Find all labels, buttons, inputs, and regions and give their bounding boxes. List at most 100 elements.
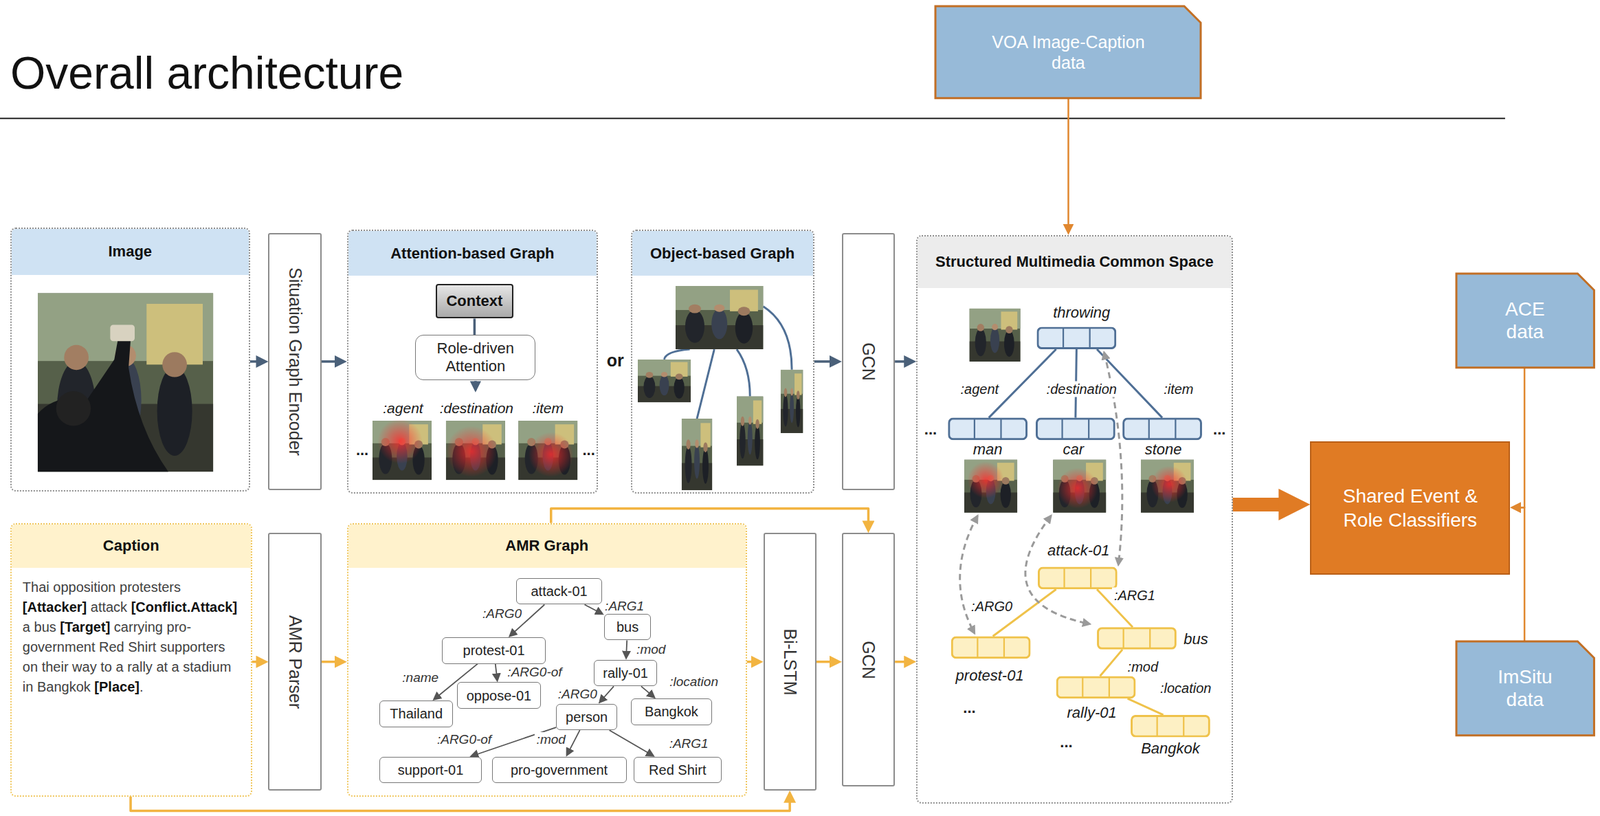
edge-role-label: :ARG0-of [435,731,494,748]
embedding-vector [1038,567,1117,589]
edge-role-label: :ARG1 [602,598,647,614]
data-source: ImSitu data [1456,641,1594,736]
amr-node: bus [604,613,651,641]
role-label: :destination [437,400,516,417]
connector [1518,367,1525,508]
caption-run: Thai opposition protesters [22,579,181,595]
node-label: attack-01 [530,582,587,600]
connector [603,685,614,698]
classifier-label: Shared Event & Role Classifiers [1326,483,1494,532]
photo [37,292,214,472]
amr-node: Red Shirt [633,756,722,784]
connector [551,508,869,524]
document-shape [935,6,1201,99]
connector [814,360,833,363]
gcn-box: GCN [841,232,895,491]
node-label: person [565,708,608,726]
photo [1052,459,1106,513]
gcn-box: GCN [841,532,895,786]
connector [626,639,629,653]
panel-heading: Attention-based Graph [348,230,597,276]
photo [681,418,713,491]
classifier-box: Shared Event & Role Classifiers [1309,441,1510,576]
ellipsis: ... [1210,420,1228,439]
photo [736,395,764,466]
connector [641,685,651,694]
node-label: Thailand [389,705,443,722]
figure-silhouette [37,336,169,472]
document-outline [935,6,1201,99]
amr-node: pro-government [492,756,627,784]
edge-role-label: :mod [1125,659,1161,675]
encoder-box: Situation Graph Encoder [268,232,321,491]
amr-node: rally-01 [593,659,658,687]
photo [637,359,691,403]
caption-run: [Place] [94,679,140,695]
ellipsis: ... [353,441,371,460]
panel-heading: Structured Multimedia Common Space [917,236,1231,288]
embedding-vector [951,637,1030,658]
attention-spot [1151,465,1188,502]
node-word: attack-01 [1045,541,1113,560]
caption-run: . [139,679,144,695]
node-label: rally-01 [602,664,649,682]
attention-box: Role-driven Attention [415,334,536,380]
attention-spot [967,461,1004,498]
caption-run: a bus [22,619,60,635]
connector [816,660,833,664]
edge-role-label: :mod [634,641,668,658]
embedding-vector [1037,327,1116,349]
ellipsis: ... [580,441,597,460]
vertical-label: GCN [858,640,879,680]
document-outline [1456,273,1594,368]
connector [569,729,580,750]
ellipsis: ... [960,698,978,717]
caption-run: [Attacker] [22,599,87,615]
connector [894,360,907,363]
edge-role-label: :ARG1 [1112,587,1158,604]
attention-spot [446,425,497,477]
node-label: Role-driven Attention [421,339,530,376]
slide-title: Overall architecture [10,50,404,96]
parser-box: AMR Parser [268,532,321,790]
edge-role-label: :ARG1 [667,736,711,752]
embedding-vector [1098,628,1176,649]
node-label: Bangkok [644,703,699,720]
data-source: VOA Image-Caption data [935,6,1201,99]
photo [1140,459,1194,513]
node-label: bus [616,618,639,636]
caption-text: Thai opposition protesters [Attacker] at… [11,567,251,697]
panel-heading: Image [11,228,249,275]
node-label: Red Shirt [648,761,706,779]
edge-role-label: :mod [534,731,568,748]
photo [780,369,804,433]
amr-node: support-01 [379,756,482,784]
figure-head [56,391,91,427]
panel-heading: Object-based Graph [632,230,814,276]
amr-node: attack-01 [516,578,603,605]
document-shape [1456,641,1594,736]
connector [495,663,497,675]
edge-role-label: :location [667,674,721,690]
amr-node: Bangkok [630,698,713,726]
caption-run: attack [86,599,131,615]
input-panel: Image [10,227,251,491]
node-word: rally-01 [1065,703,1119,722]
panel-heading: Caption [11,524,251,568]
edge-role-label: :item [1161,381,1196,398]
connector [250,360,259,363]
connector [747,660,754,664]
node-word: protest-01 [953,666,1027,685]
stone-shape [109,324,135,341]
alignment-arrow [1025,515,1091,624]
photo [964,459,1018,513]
connector [252,660,259,664]
title-rule [0,117,1506,119]
node-label: oppose-01 [466,687,532,704]
embedding-vector [1131,715,1210,737]
connector [1518,507,1525,642]
vertical-label: Bi-LSTM [780,628,800,695]
edge-role-label: :ARG0 [480,606,524,622]
source-label: ImSitu data [1490,665,1560,712]
input-panel: CaptionThai opposition protesters [Attac… [10,523,253,797]
